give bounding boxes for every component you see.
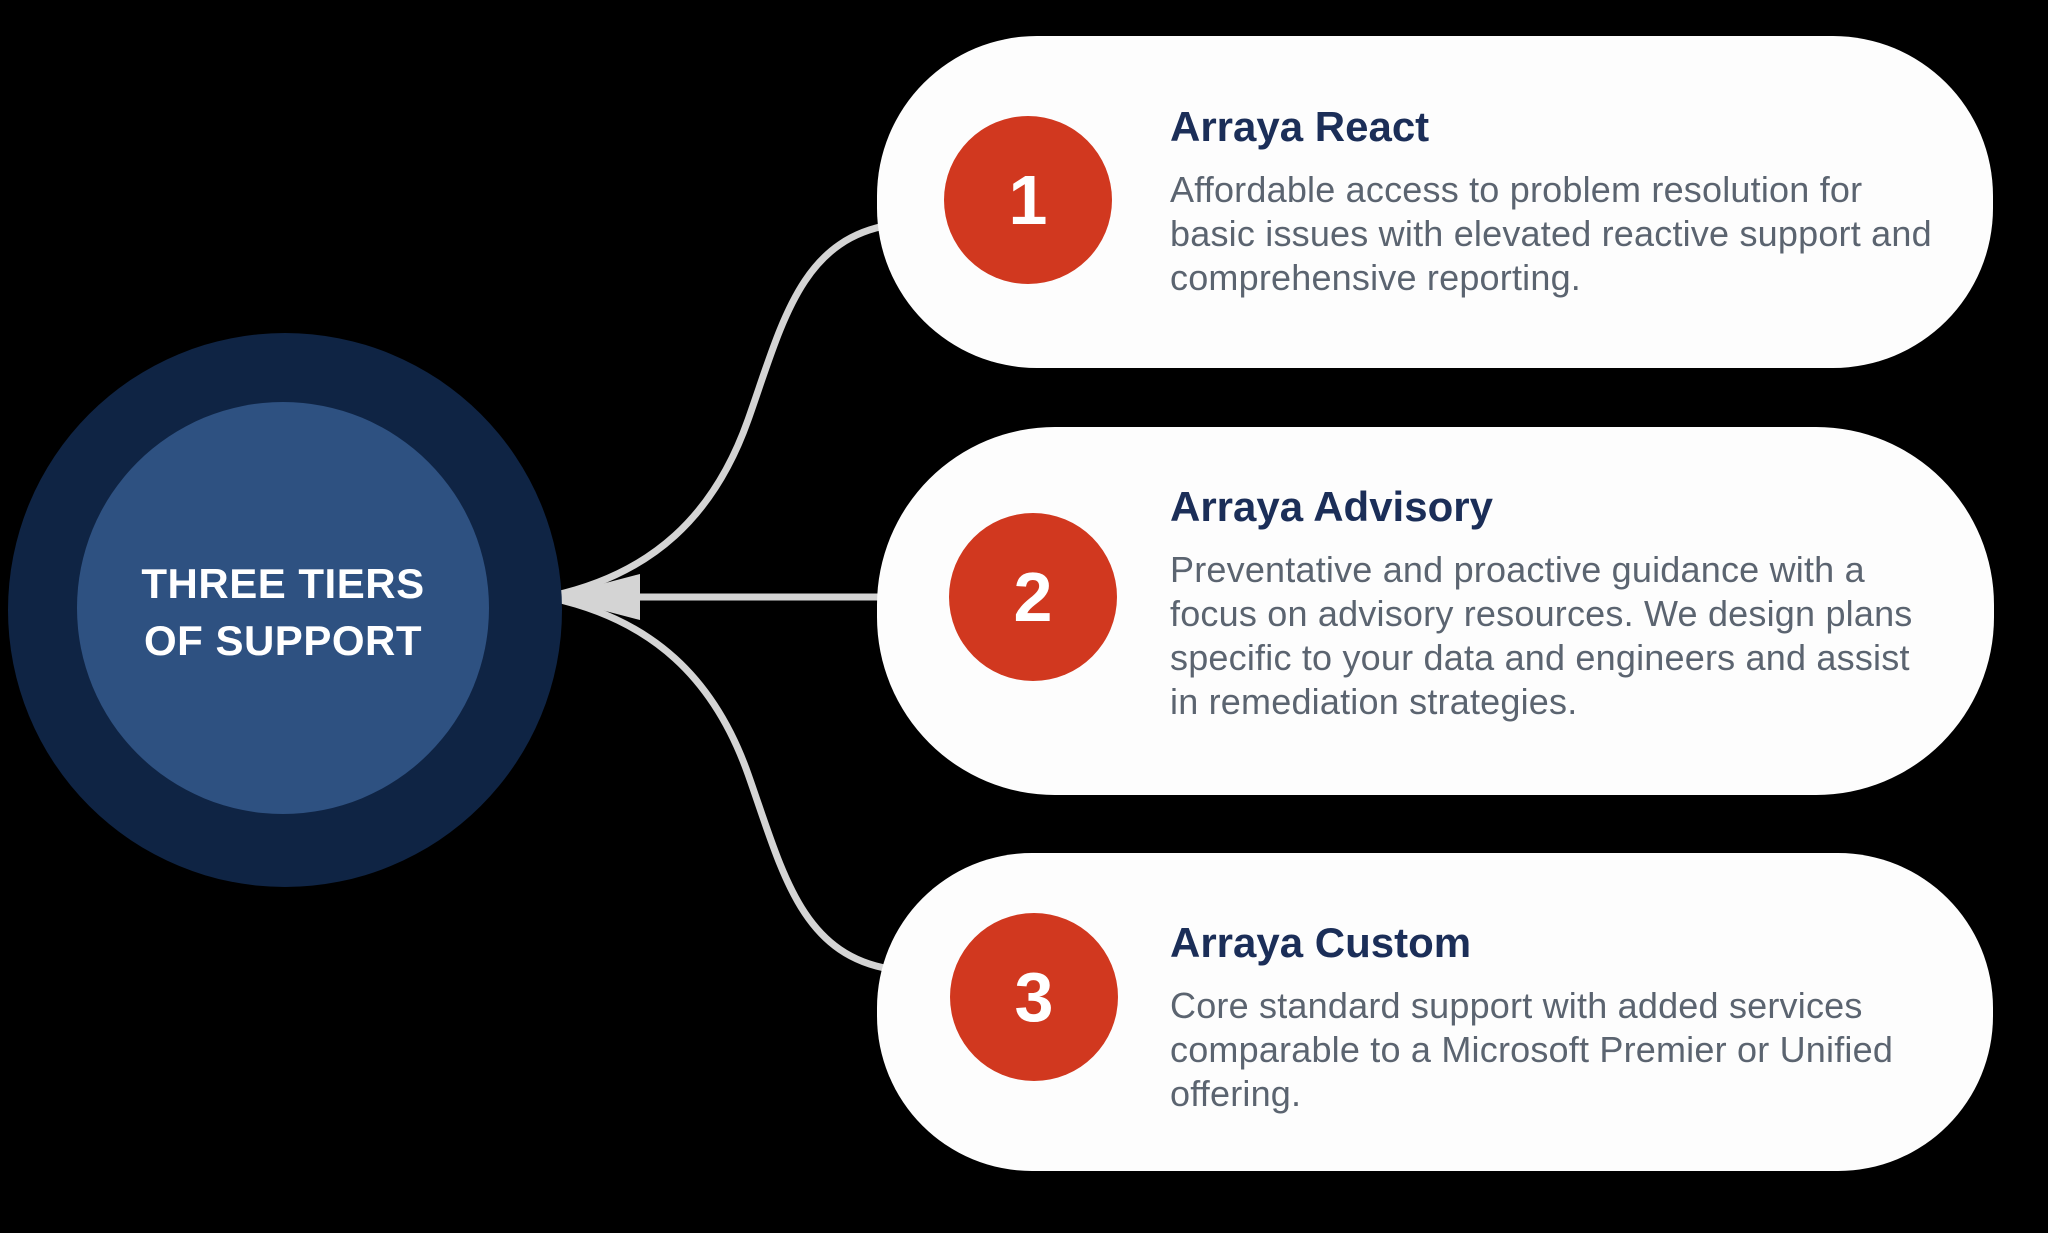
tier2-body-line: specific to your data and engineers and … — [1170, 637, 1910, 678]
tier2-body-line: focus on advisory resources. We design p… — [1170, 593, 1913, 634]
tier1-number: 1 — [1008, 161, 1048, 239]
tier3-number-badge: 3 — [950, 913, 1118, 1081]
tier3-text-block: Arraya Custom Core standard support with… — [1170, 916, 1933, 1116]
connector-junction-wedge — [552, 574, 640, 620]
tier-card-react: 1 Arraya React Affordable access to prob… — [877, 36, 1993, 368]
tier1-body-line: basic issues with elevated reactive supp… — [1170, 213, 1932, 254]
connector-bottom-curve — [551, 594, 891, 973]
tier3-body-line: Core standard support with added service… — [1170, 985, 1863, 1026]
hub-label: THREE TIERS OF SUPPORT — [141, 547, 424, 669]
tier1-text-block: Arraya React Affordable access to proble… — [1170, 100, 1933, 300]
hub-label-line2: OF SUPPORT — [143, 617, 422, 664]
hub-outer-ring: THREE TIERS OF SUPPORT — [8, 333, 562, 887]
tier3-body-line: comparable to a Microsoft Premier or Uni… — [1170, 1029, 1894, 1070]
tier3-body-line: offering. — [1170, 1073, 1302, 1114]
tier2-number-badge: 2 — [949, 513, 1117, 681]
tier2-number: 2 — [1013, 558, 1053, 636]
tier3-title: Arraya Custom — [1170, 919, 1472, 966]
tier1-body-line: Affordable access to problem resolution … — [1170, 169, 1863, 210]
tier1-body-line: comprehensive reporting. — [1170, 257, 1582, 298]
tier3-number: 3 — [1014, 958, 1054, 1036]
tier-card-custom: 3 Arraya Custom Core standard support wi… — [877, 853, 1993, 1171]
tier2-body-line: in remediation strategies. — [1170, 681, 1578, 722]
hub-label-line1: THREE TIERS — [141, 560, 425, 607]
tier2-body-line: Preventative and proactive guidance with… — [1170, 549, 1865, 590]
tier1-number-badge: 1 — [944, 116, 1112, 284]
tier2-title: Arraya Advisory — [1170, 483, 1493, 530]
tier-card-advisory: 2 Arraya Advisory Preventative and proac… — [877, 427, 1994, 795]
hub-inner-circle: THREE TIERS OF SUPPORT — [77, 402, 489, 814]
connector-top-curve — [551, 221, 891, 600]
tier1-title: Arraya React — [1170, 103, 1430, 150]
tier2-text-block: Arraya Advisory Preventative and proacti… — [1170, 480, 1934, 724]
